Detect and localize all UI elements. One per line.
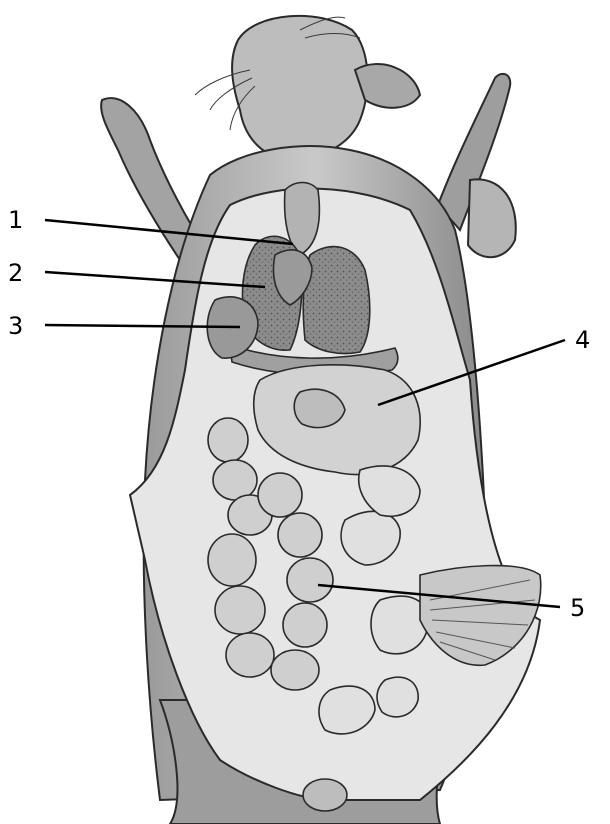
label-4: 4 bbox=[575, 326, 590, 354]
label-2: 2 bbox=[8, 259, 23, 287]
label-1: 1 bbox=[8, 206, 23, 234]
label-3: 3 bbox=[8, 312, 23, 340]
label-5: 5 bbox=[570, 594, 585, 622]
